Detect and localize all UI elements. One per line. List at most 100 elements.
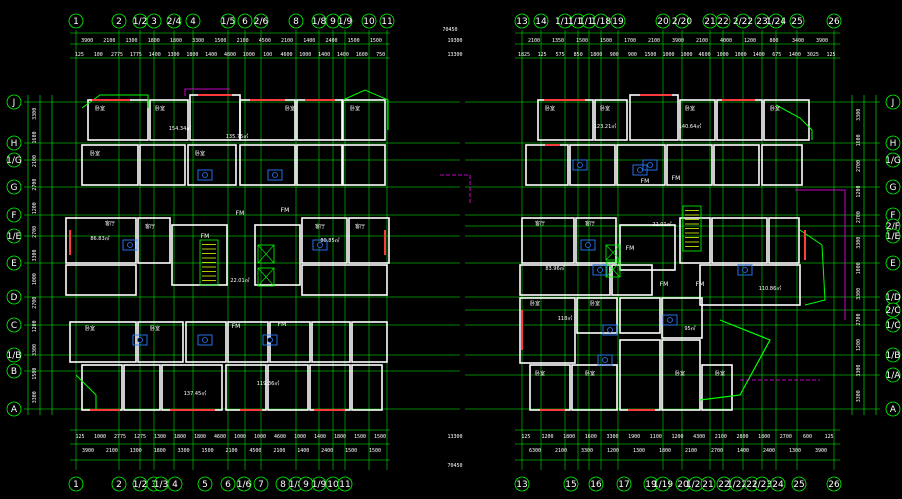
- dimension-text: 1600: [856, 134, 862, 146]
- fixture-detail: [607, 327, 613, 333]
- overall-dimension-text: 13300: [447, 52, 462, 58]
- dimension-text: 4600: [274, 434, 286, 440]
- fire-door-label: FM: [232, 323, 241, 330]
- dimension-text: 1000: [299, 52, 311, 58]
- room-area-label: 86.83㎡: [90, 235, 109, 242]
- dimension-text: 1200: [607, 448, 619, 454]
- fixture-detail: [585, 242, 591, 248]
- dimension-text: 4000: [720, 38, 732, 44]
- room-wall: [661, 297, 703, 339]
- room-wall: [569, 144, 616, 186]
- dimension-text: 1600: [356, 52, 368, 58]
- axis-label-left: F: [11, 211, 16, 221]
- axis-label-top: 1/18: [591, 17, 611, 27]
- furniture-fixture: [572, 159, 588, 171]
- fixture-detail: [137, 337, 143, 343]
- dimension-text: 125: [521, 434, 530, 440]
- dimension-text: 900: [628, 52, 637, 58]
- dimension-text: 1500: [600, 38, 612, 44]
- axis-label-top: 2: [116, 17, 122, 27]
- dimension-text: 1000: [735, 52, 747, 58]
- dimension-text: 800: [769, 38, 778, 44]
- axis-bubble-bottom: [700, 476, 716, 492]
- room-wall: [301, 264, 388, 296]
- axis-bubble-bottom: [111, 476, 127, 492]
- axis-bubble-bottom: [337, 476, 353, 492]
- room-area-label: 95㎡: [684, 325, 695, 332]
- dimension-text: 1300: [168, 52, 180, 58]
- room-wall: [763, 99, 810, 141]
- axis-label-top: 20: [657, 17, 669, 27]
- axis-label-top: 8: [293, 17, 299, 27]
- dimension-text: 1200: [856, 186, 862, 198]
- axis-label-right: A: [890, 405, 897, 415]
- room-name-label: 卧室: [195, 150, 205, 157]
- dimension-text: 2775: [111, 52, 123, 58]
- dimension-text: 1400: [205, 52, 217, 58]
- axis-bubble-right: [885, 302, 901, 318]
- stair-core: [199, 239, 219, 286]
- fixture-detail: [602, 357, 608, 363]
- room-wall: [519, 297, 576, 364]
- dimension-text: 3300: [581, 448, 593, 454]
- axis-label-top: 19: [612, 17, 624, 27]
- room-wall: [239, 144, 296, 186]
- furniture-fixture: [262, 334, 278, 346]
- furniture-fixture: [132, 334, 148, 346]
- room-wall: [699, 264, 801, 306]
- dimension-text: 2100: [273, 448, 285, 454]
- dimension-text: 1200: [671, 434, 683, 440]
- dimension-text: 3900: [672, 38, 684, 44]
- axis-label-right: J: [891, 98, 895, 108]
- room-area-label: 110.86㎡: [759, 285, 782, 292]
- dimension-text: 2700: [32, 179, 38, 191]
- room-wall: [348, 217, 390, 264]
- axis-bubble-bottom: [514, 476, 530, 492]
- dimension-text: 1800: [334, 434, 346, 440]
- dimension-text: 1400: [303, 38, 315, 44]
- room-wall: [716, 99, 763, 141]
- axis-bubble-bottom: [167, 476, 183, 492]
- axis-bubble-top: [166, 13, 182, 29]
- axis-label-left: 1/G: [6, 156, 22, 166]
- dimension-text: 2400: [321, 448, 333, 454]
- dimension-text: 1700: [624, 38, 636, 44]
- room-name-label: 客厅: [105, 220, 115, 227]
- dimension-text: 1200: [32, 320, 38, 332]
- room-wall: [701, 364, 733, 411]
- room-name-label: 卧室: [95, 105, 105, 112]
- room-area-label: 83.96㎡: [545, 265, 564, 272]
- axis-bubble-left: [6, 317, 22, 333]
- dimension-text: 1500: [369, 448, 381, 454]
- room-name-label: 卧室: [350, 105, 360, 112]
- axis-label-top: 6: [242, 17, 248, 27]
- fixture-detail: [202, 337, 208, 343]
- axis-label-top: 14: [535, 17, 547, 27]
- fixture-detail: [272, 172, 278, 178]
- dimension-text: 1400: [753, 52, 765, 58]
- axis-bubble-bottom: [563, 476, 579, 492]
- dimension-text: 4600: [214, 434, 226, 440]
- axis-label-top: 1/15: [555, 17, 575, 27]
- axis-bubble-top: [655, 13, 671, 29]
- axis-bubble-right: [885, 135, 901, 151]
- axis-label-top: 2/6: [254, 17, 269, 27]
- dimension-text: 3300: [192, 38, 204, 44]
- furniture-fixture: [197, 169, 213, 181]
- dimension-text: 1800: [758, 434, 770, 440]
- dimension-text: 1400: [318, 52, 330, 58]
- dimension-text: 1300: [130, 448, 142, 454]
- dimension-text: 1500: [644, 52, 656, 58]
- dimension-text: 125: [75, 52, 84, 58]
- room-wall: [187, 144, 237, 186]
- room-wall: [269, 321, 311, 363]
- dimension-text: 3900: [82, 448, 94, 454]
- dimension-text: 1800: [186, 52, 198, 58]
- fire-door-label: FM: [672, 175, 681, 182]
- annotation-leader: [184, 88, 230, 96]
- axis-label-bottom: 1/20: [686, 480, 706, 490]
- dimension-text: 3300: [856, 109, 862, 121]
- axis-label-top: 1/16: [568, 17, 588, 27]
- furniture-fixture: [122, 239, 138, 251]
